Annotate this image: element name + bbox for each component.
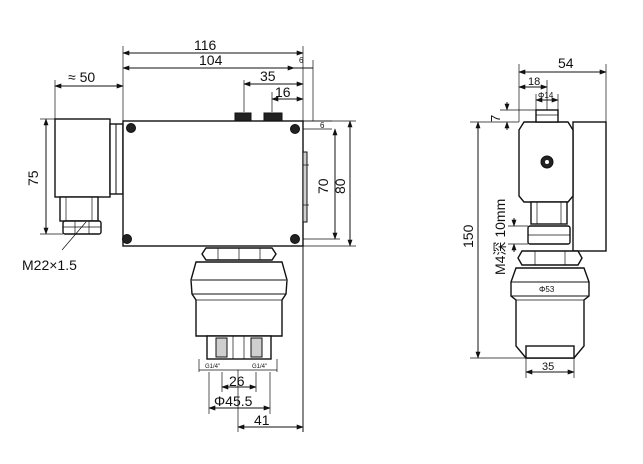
dim-body-height: 80 — [332, 178, 348, 194]
dim-top-offset: 6 — [320, 121, 325, 130]
corner-screw — [290, 124, 300, 134]
dim-overall-width: 116 — [194, 37, 217, 53]
dim-body-width: 104 — [199, 52, 223, 68]
side-view: Φ53 54 18 Φ14 7 150 M4深 10mm — [460, 55, 607, 378]
adjust-screw-block — [234, 112, 252, 122]
dim-body-height-inner: 70 — [315, 178, 331, 194]
dim-box-height: 75 — [25, 170, 41, 186]
adjust-screw-block — [263, 112, 283, 122]
side-hex-nut — [517, 250, 583, 266]
dim-height: 150 — [460, 224, 476, 248]
sensor-body — [190, 261, 288, 337]
port-right-label: G1/4" — [252, 364, 267, 370]
dim-7: 7 — [488, 115, 503, 122]
side-base — [525, 345, 575, 359]
side-gland — [530, 201, 568, 225]
dim-flange: Φ53 — [539, 285, 555, 294]
switch-housing — [122, 120, 304, 247]
dim-gap: 6 — [299, 56, 304, 65]
side-top-screw — [535, 109, 559, 123]
side-housing — [572, 121, 607, 252]
corner-screw — [290, 234, 300, 244]
dim-approx-depth: ≈ 50 — [68, 69, 95, 85]
dim-base: 35 — [542, 361, 554, 373]
corner-screw — [126, 123, 136, 133]
thread-label: M22×1.5 — [22, 257, 77, 273]
front-view: G1/4" G1/4" 116 104 6 35 16 6 ≈ 50 75 — [22, 37, 356, 432]
dim-offset-bottom: 41 — [254, 412, 270, 428]
side-latch — [302, 151, 308, 223]
dim-port-spacing: 26 — [229, 373, 245, 389]
dim-diameter-small: Φ14 — [538, 91, 554, 100]
dim-diameter: Φ45.5 — [214, 393, 253, 409]
dim-total-width: 54 — [558, 55, 574, 71]
dim-18: 18 — [528, 76, 540, 88]
mount-depth-label: M4深 10mm — [492, 199, 508, 275]
dim-connector-width: 16 — [275, 84, 291, 100]
port-left-label: G1/4" — [205, 364, 220, 370]
cable-gland-nut — [62, 220, 102, 235]
corner-screw — [122, 234, 132, 244]
junction-box — [54, 118, 111, 198]
dim-connector-offset: 35 — [260, 68, 276, 84]
